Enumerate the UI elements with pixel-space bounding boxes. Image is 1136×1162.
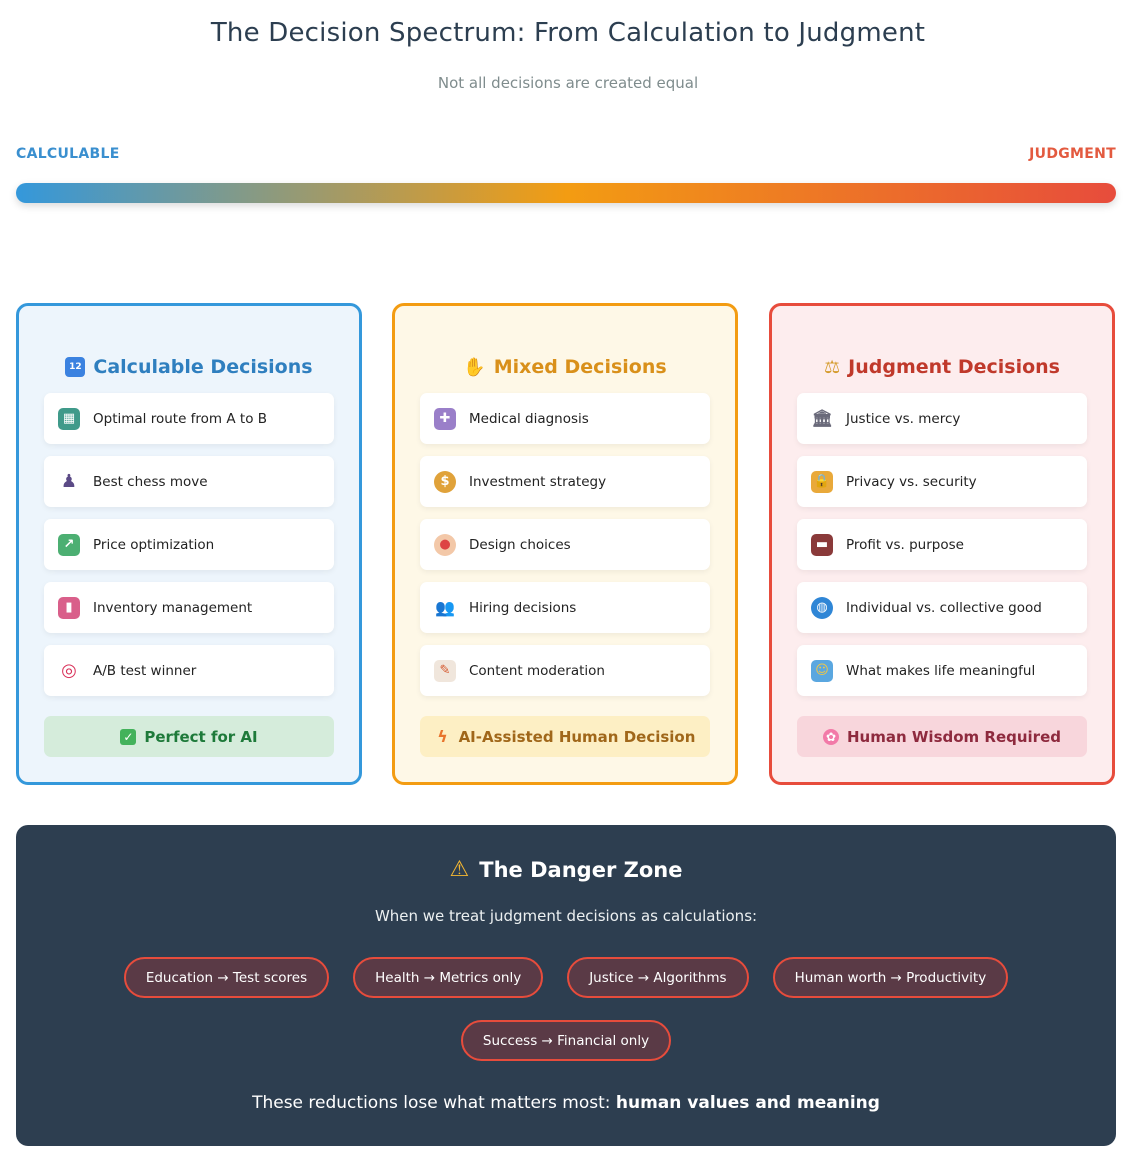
target-icon: ◎ (61, 660, 77, 681)
item-label: Privacy vs. security (846, 473, 977, 490)
list-item: ▦ Optimal route from A to B (44, 393, 334, 444)
page-title: The Decision Spectrum: From Calculation … (210, 18, 926, 48)
danger-zone-footer: These reductions lose what matters most:… (16, 1093, 1116, 1113)
list-item: ☺ What makes life meaningful (797, 645, 1087, 696)
list-item: ♟ Best chess move (44, 456, 334, 507)
danger-zone-panel: ⚠ The Danger Zone When we treat judgment… (16, 825, 1116, 1146)
reduction-pill: Human worth → Productivity (772, 957, 1009, 998)
calculable-card-header: 12 Calculable Decisions (19, 356, 359, 378)
item-label: Best chess move (93, 473, 208, 490)
calculable-verdict-badge: ✓ Perfect for AI (44, 716, 334, 757)
list-item: 👥 Hiring decisions (420, 582, 710, 633)
item-label: Design choices (469, 536, 571, 553)
brain-icon: ✿ (823, 728, 839, 745)
page-subtitle: Not all decisions are created equal (437, 74, 699, 92)
item-label: Content moderation (469, 662, 605, 679)
danger-zone-subtitle: When we treat judgment decisions as calc… (374, 907, 758, 925)
item-label: Medical diagnosis (469, 410, 589, 427)
reduction-pill: Health → Metrics only (353, 957, 544, 998)
mixed-decisions-card: ✋ Mixed Decisions ✚ Medical diagnosis $ … (392, 303, 738, 785)
people-icon: 👥 (435, 598, 455, 617)
memo-icon: ✎ (434, 659, 456, 682)
list-item: ◎ A/B test winner (44, 645, 334, 696)
list-item: 🔒 Privacy vs. security (797, 456, 1087, 507)
numbers-icon: 12 (65, 357, 86, 377)
list-item: ◍ Individual vs. collective good (797, 582, 1087, 633)
reduction-pill: Success → Financial only (460, 1020, 672, 1061)
judgment-decisions-card: ⚖ Judgment Decisions 🏛 Justice vs. mercy… (769, 303, 1115, 785)
money-bag-icon: $ (434, 470, 456, 493)
palette-icon: ● (434, 533, 456, 556)
list-item: ▬ Profit vs. purpose (797, 519, 1087, 570)
mixed-items-list: ✚ Medical diagnosis $ Investment strateg… (420, 393, 710, 708)
bar-chart-icon: ▮ (58, 596, 80, 619)
footer-text: These reductions lose what matters most: (252, 1093, 616, 1113)
calculable-card-title: Calculable Decisions (93, 356, 313, 378)
lock-icon: 🔒 (811, 470, 833, 493)
item-label: A/B test winner (93, 662, 197, 679)
spectrum-right-label: JUDGMENT (1029, 146, 1116, 162)
mixed-card-title: Mixed Decisions (493, 356, 667, 378)
spectrum-gradient-bar (16, 183, 1116, 203)
list-item: 🏛 Justice vs. mercy (797, 393, 1087, 444)
scales-icon: ⚖ (824, 356, 841, 378)
verdict-label: AI-Assisted Human Decision (458, 727, 696, 746)
verdict-label: Perfect for AI (144, 727, 258, 746)
list-item: ▮ Inventory management (44, 582, 334, 633)
judgment-verdict-badge: ✿ Human Wisdom Required (797, 716, 1087, 757)
item-label: Hiring decisions (469, 599, 577, 616)
lightning-icon: ϟ (437, 727, 448, 746)
globe-icon: ◍ (811, 596, 833, 619)
list-item: ● Design choices (420, 519, 710, 570)
chess-pawn-icon: ♟ (60, 471, 78, 492)
verdict-label: Human Wisdom Required (847, 727, 1061, 746)
reduction-pills: Education → Test scores Health → Metrics… (116, 957, 1016, 1061)
mixed-verdict-badge: ϟ AI-Assisted Human Decision (420, 716, 710, 757)
handshake-icon: ✋ (463, 356, 486, 378)
spectrum-left-label: CALCULABLE (16, 146, 120, 162)
chart-up-icon: ↗ (58, 533, 80, 556)
list-item: $ Investment strategy (420, 456, 710, 507)
reduction-pill: Education → Test scores (123, 957, 330, 998)
briefcase-icon: ▬ (811, 533, 833, 556)
list-item: ✎ Content moderation (420, 645, 710, 696)
danger-zone-title: The Danger Zone (479, 857, 683, 882)
medical-icon: ✚ (434, 407, 456, 430)
mixed-card-header: ✋ Mixed Decisions (395, 356, 735, 378)
judgment-card-title: Judgment Decisions (848, 356, 1060, 378)
item-label: Price optimization (93, 536, 215, 553)
reduction-pill: Justice → Algorithms (567, 957, 749, 998)
list-item: ✚ Medical diagnosis (420, 393, 710, 444)
item-label: Optimal route from A to B (93, 410, 268, 427)
item-label: Individual vs. collective good (846, 599, 1042, 616)
calculable-items-list: ▦ Optimal route from A to B ♟ Best chess… (44, 393, 334, 708)
danger-zone-header: ⚠ The Danger Zone (16, 857, 1116, 882)
judgment-card-header: ⚖ Judgment Decisions (772, 356, 1112, 378)
courthouse-icon: 🏛 (811, 408, 833, 429)
item-label: What makes life meaningful (846, 662, 1036, 679)
calculable-decisions-card: 12 Calculable Decisions ▦ Optimal route … (16, 303, 362, 785)
warning-icon: ⚠ (449, 857, 470, 882)
item-label: Profit vs. purpose (846, 536, 964, 553)
item-label: Inventory management (93, 599, 253, 616)
item-label: Justice vs. mercy (846, 410, 961, 427)
list-item: ↗ Price optimization (44, 519, 334, 570)
theater-masks-icon: ☺ (811, 659, 833, 682)
map-icon: ▦ (58, 407, 80, 430)
item-label: Investment strategy (469, 473, 607, 490)
footer-emphasis: human values and meaning (615, 1093, 880, 1113)
judgment-items-list: 🏛 Justice vs. mercy 🔒 Privacy vs. securi… (797, 393, 1087, 708)
check-icon: ✓ (120, 728, 137, 745)
